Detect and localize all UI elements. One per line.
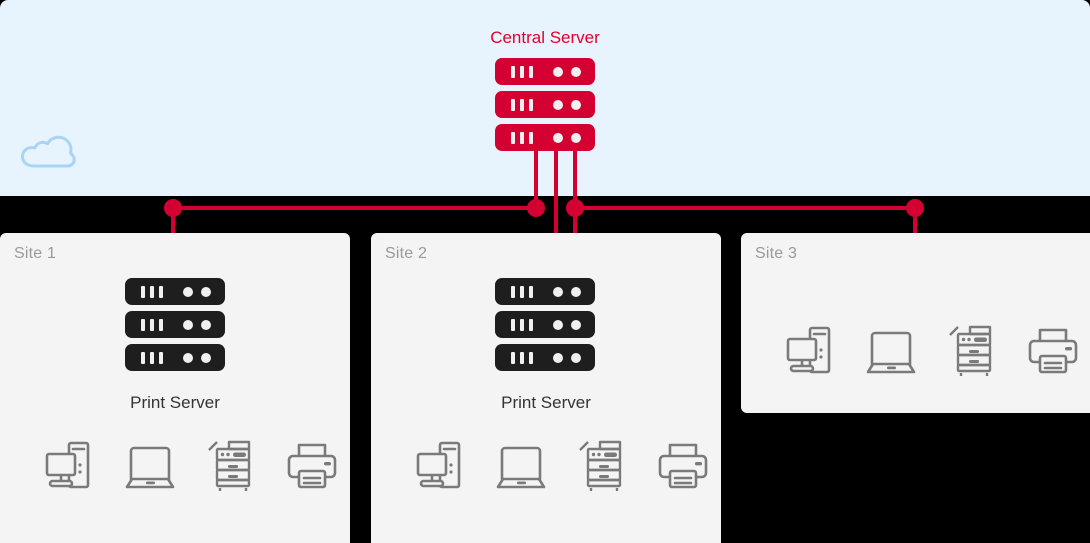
server-leds [553,287,581,297]
site-label-site1: Site 1 [14,245,57,262]
site-panel-site2[interactable]: Site 2 Print Server [371,233,721,543]
printer-icon [658,443,708,489]
server-leds [553,353,581,363]
desktop-computer-icon [786,326,831,374]
server-leds [553,320,581,330]
server-unit [125,344,225,371]
server-leds [553,67,581,77]
site-panel-site1[interactable]: Site 1 Print Server [0,233,350,543]
laptop-icon [866,331,916,374]
print-server-site2[interactable] [495,278,595,371]
desktop-computer-icon [45,441,90,489]
server-slots [141,286,163,298]
server-leds [183,320,211,330]
server-slots [511,99,533,111]
server-slots [511,286,533,298]
server-leds [183,287,211,297]
central-server[interactable] [495,58,595,151]
print-server-label-site1: Print Server [130,393,220,412]
server-unit [495,124,595,151]
server-unit [495,58,595,85]
multifunction-printer-icon [579,440,622,491]
device-row-site1 [45,438,337,492]
server-leds [553,133,581,143]
server-unit [125,278,225,305]
multifunction-printer-icon [949,325,992,376]
device-row-site2 [416,438,708,492]
printer-icon [287,443,337,489]
server-unit [495,91,595,118]
server-leds [183,353,211,363]
server-leds [553,100,581,110]
server-unit [495,344,595,371]
site-label-site2: Site 2 [385,245,428,262]
device-row-site3 [786,323,1078,377]
server-slots [511,319,533,331]
server-unit [125,311,225,338]
laptop-icon [125,446,175,489]
cloud-icon [21,135,76,168]
server-slots [511,66,533,78]
server-slots [141,319,163,331]
print-server-label-site2: Print Server [501,393,591,412]
site-panel-site3[interactable]: Site 3 [741,233,1090,413]
central-server-label: Central Server [490,28,600,47]
desktop-computer-icon [416,441,461,489]
server-unit [495,278,595,305]
server-slots [511,352,533,364]
server-unit [495,311,595,338]
laptop-icon [496,446,546,489]
server-slots [141,352,163,364]
server-slots [511,132,533,144]
print-server-site1[interactable] [125,278,225,371]
site-label-site3: Site 3 [755,245,798,262]
multifunction-printer-icon [208,440,251,491]
printer-icon [1028,328,1078,374]
